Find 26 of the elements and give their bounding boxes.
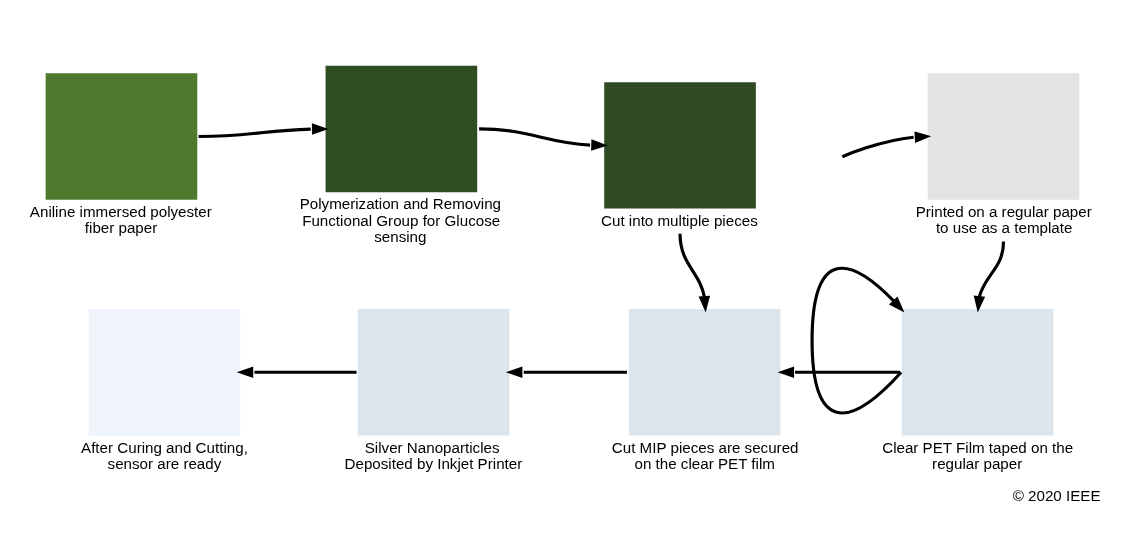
arrow: [810, 266, 905, 415]
caption: © 2020 IEEE: [1012, 486, 1101, 504]
node-box: [604, 82, 756, 209]
arrow: [479, 127, 608, 151]
node-label: Printed on a regular paper to use as a template: [915, 202, 1092, 237]
node-box: [901, 309, 1054, 436]
node-label: Polymerization and Removing Functional Group for Glucose sensing: [299, 195, 501, 246]
arrow: [777, 366, 900, 378]
arrow: [236, 366, 357, 378]
node-box: [88, 309, 241, 436]
node-label: Cut MIP pieces are secured on the clear PET film: [611, 438, 799, 472]
arrow: [678, 233, 711, 313]
node-box: [628, 309, 781, 436]
arrow: [973, 241, 1006, 313]
node-label: After Curing and Cutting, sensor are ready: [81, 438, 248, 472]
node-label: Clear PET Film taped on the regular paper: [882, 438, 1074, 472]
arrow: [841, 131, 932, 159]
node-label: Silver Nanoparticles Deposited by Inkjet Printer: [344, 438, 523, 472]
node-box: [325, 65, 478, 193]
node-box: [927, 73, 1080, 200]
node-label: Aniline immersed polyester fiber paper: [29, 202, 212, 237]
node-label: Cut into multiple pieces: [601, 211, 758, 229]
arrow: [198, 123, 329, 139]
node-box: [45, 73, 198, 200]
node-box: [357, 309, 510, 436]
arrow: [505, 366, 627, 378]
